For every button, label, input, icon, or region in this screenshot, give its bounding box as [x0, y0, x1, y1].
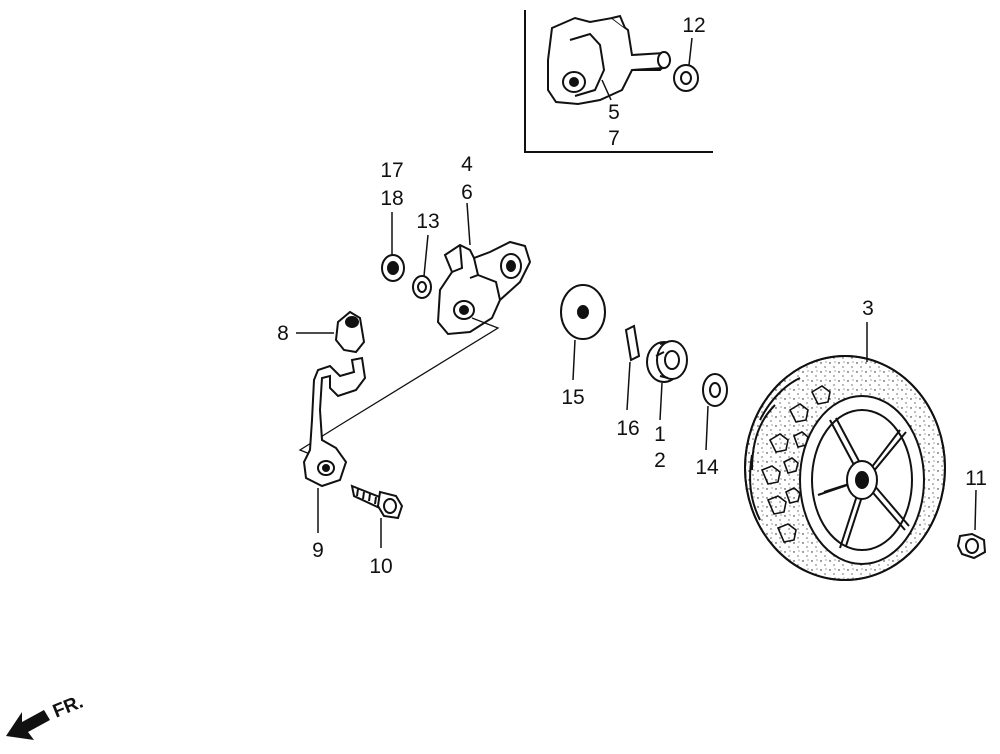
leader-16	[626, 361, 631, 411]
part-label-3: 3	[862, 297, 874, 320]
part-1-2-bushing	[646, 340, 688, 383]
part-label-5: 5	[608, 101, 620, 124]
part-11-bolt	[956, 532, 987, 560]
part-5-7-bracket	[547, 14, 672, 106]
part-label-1: 1	[654, 423, 666, 446]
leader-1	[659, 382, 663, 421]
part-label-13: 13	[416, 210, 440, 233]
front-direction-arrow-icon	[6, 710, 50, 740]
part-label-9: 9	[312, 539, 324, 562]
part-label-18: 18	[380, 187, 404, 210]
inset-frame	[524, 10, 713, 153]
part-label-14: 14	[695, 456, 719, 479]
part-12-washer	[673, 64, 699, 92]
part-17-18-nut	[381, 254, 405, 282]
part-label-16: 16	[616, 417, 640, 440]
part-10-bolt	[350, 484, 404, 520]
part-label-7: 7	[608, 127, 620, 150]
leader-4	[466, 202, 471, 246]
part-8-clip	[334, 310, 366, 354]
part-14-washer	[702, 373, 728, 407]
part-label-4: 4	[461, 153, 473, 176]
part-label-6: 6	[461, 181, 473, 204]
part-3-wheel	[744, 355, 946, 581]
leader-15	[572, 339, 576, 381]
part-label-11: 11	[965, 467, 987, 490]
leader-13	[423, 234, 429, 277]
part-16-pin	[624, 324, 641, 362]
part-9-lever	[302, 356, 367, 488]
assembly-reference-line	[298, 317, 500, 459]
leader-14	[705, 405, 709, 451]
part-label-17: 17	[380, 159, 404, 182]
part-label-12: 12	[682, 14, 706, 37]
part-15-washer	[560, 284, 606, 340]
part-4-6-bracket	[436, 240, 532, 336]
leader-12	[688, 37, 693, 66]
leader-5	[601, 79, 612, 101]
part-label-10: 10	[369, 555, 393, 578]
part-label-8: 8	[277, 322, 289, 345]
part-label-2: 2	[654, 449, 666, 472]
leader-11	[974, 489, 977, 531]
part-label-15: 15	[561, 386, 585, 409]
part-13-washer	[412, 275, 432, 299]
